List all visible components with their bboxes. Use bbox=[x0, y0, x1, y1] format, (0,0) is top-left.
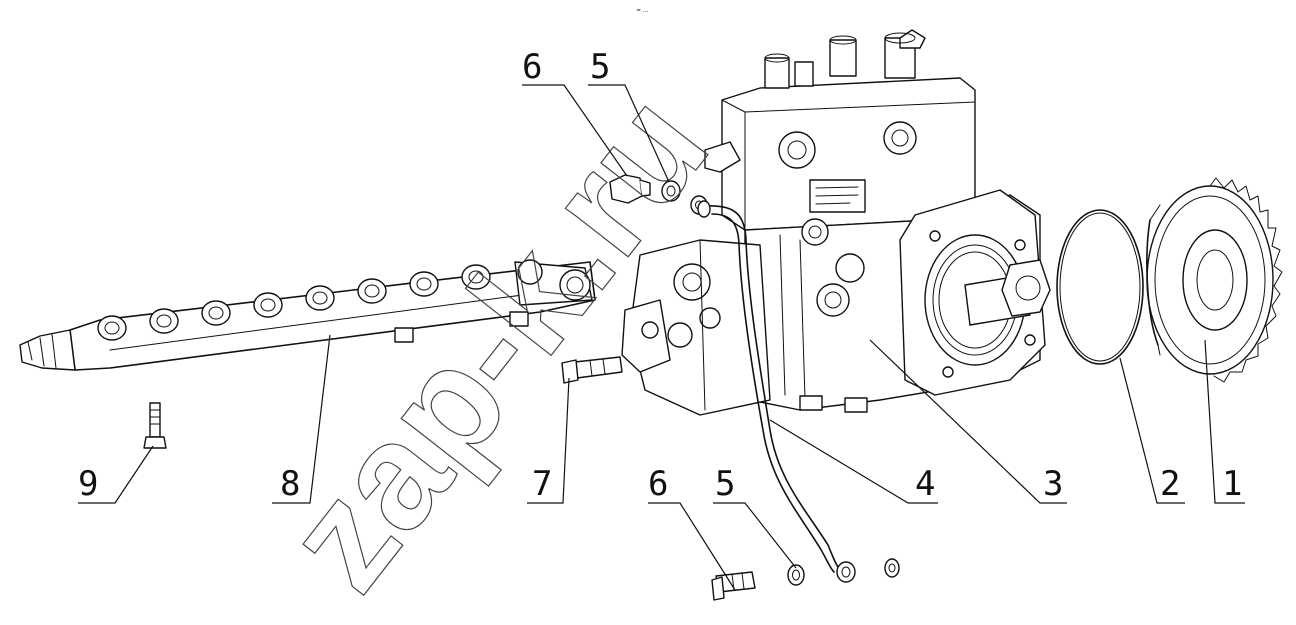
callout-3: 3 bbox=[1043, 464, 1063, 504]
leader-8 bbox=[272, 334, 331, 504]
callout-6-bottom: 6 bbox=[648, 464, 668, 504]
callout-9: 9 bbox=[78, 464, 98, 504]
callout-4: 4 bbox=[915, 464, 935, 504]
callout-1: 1 bbox=[1222, 464, 1242, 504]
callout-5-top: 5 bbox=[590, 47, 610, 87]
gear-pump-module bbox=[621, 239, 771, 416]
o-ring-part-2 bbox=[1056, 209, 1144, 365]
gear-part-1 bbox=[1146, 177, 1283, 383]
leader-2 bbox=[1119, 357, 1185, 504]
bolt-part-9 bbox=[143, 402, 167, 449]
fuel-pipe-part-4 bbox=[697, 200, 856, 583]
leader-6-bottom bbox=[648, 502, 736, 591]
leader-3 bbox=[869, 339, 1067, 504]
callout-5-bottom: 5 bbox=[715, 464, 735, 504]
callout-8: 8 bbox=[280, 464, 300, 504]
top-mark: ≈ ... bbox=[636, 7, 649, 14]
stud-part-7 bbox=[561, 356, 623, 384]
fuel-rail-part-8 bbox=[19, 259, 596, 371]
callout-6-top: 6 bbox=[522, 47, 542, 87]
plug-part-6-top bbox=[609, 174, 651, 204]
leader-lines bbox=[78, 84, 1245, 591]
leader-6-top bbox=[522, 84, 628, 177]
leader-5-bottom bbox=[713, 502, 797, 569]
leader-9 bbox=[78, 445, 154, 504]
fuel-pump-part-3 bbox=[704, 29, 1051, 413]
callout-2: 2 bbox=[1160, 464, 1180, 504]
banjo-bolt-part-6-bottom bbox=[711, 571, 756, 601]
leader-1 bbox=[1204, 339, 1245, 504]
leader-7 bbox=[527, 377, 570, 504]
washer-part-5-bottom bbox=[787, 558, 900, 586]
leader-4 bbox=[769, 419, 938, 504]
leader-5-top bbox=[588, 84, 670, 183]
callout-7: 7 bbox=[532, 464, 552, 504]
